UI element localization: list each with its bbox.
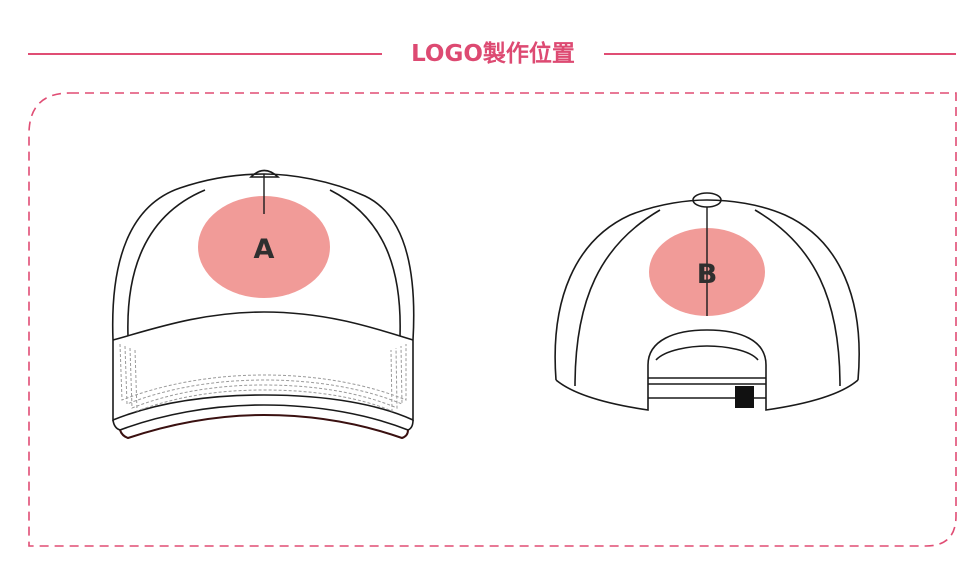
front-cap-illustration [111, 169, 415, 440]
front-cap-seam-left [127, 189, 206, 337]
back-cap-strap-buckle [735, 386, 754, 408]
front-cap-brim-edge-1 [112, 404, 414, 431]
front-position-label: A [254, 234, 275, 265]
back-position-label: B [697, 259, 718, 290]
back-cap-illustration [554, 192, 860, 411]
dashed-frame [28, 92, 957, 547]
back-cap-seam-right [754, 209, 841, 387]
front-cap-brim-top [112, 311, 414, 341]
front-logo-area [198, 196, 330, 298]
back-cap-seam-left [574, 209, 661, 387]
front-cap-brim-edge-2 [119, 413, 409, 440]
back-cap-crown [554, 199, 860, 381]
title-rule-right [604, 53, 956, 55]
front-cap-seam-right [329, 189, 401, 337]
title-rule-left [28, 53, 382, 55]
front-cap-brim [112, 340, 414, 422]
page-title: LOGO製作位置 [411, 41, 575, 67]
back-cap-band [555, 379, 649, 411]
back-cap-opening [647, 329, 767, 398]
